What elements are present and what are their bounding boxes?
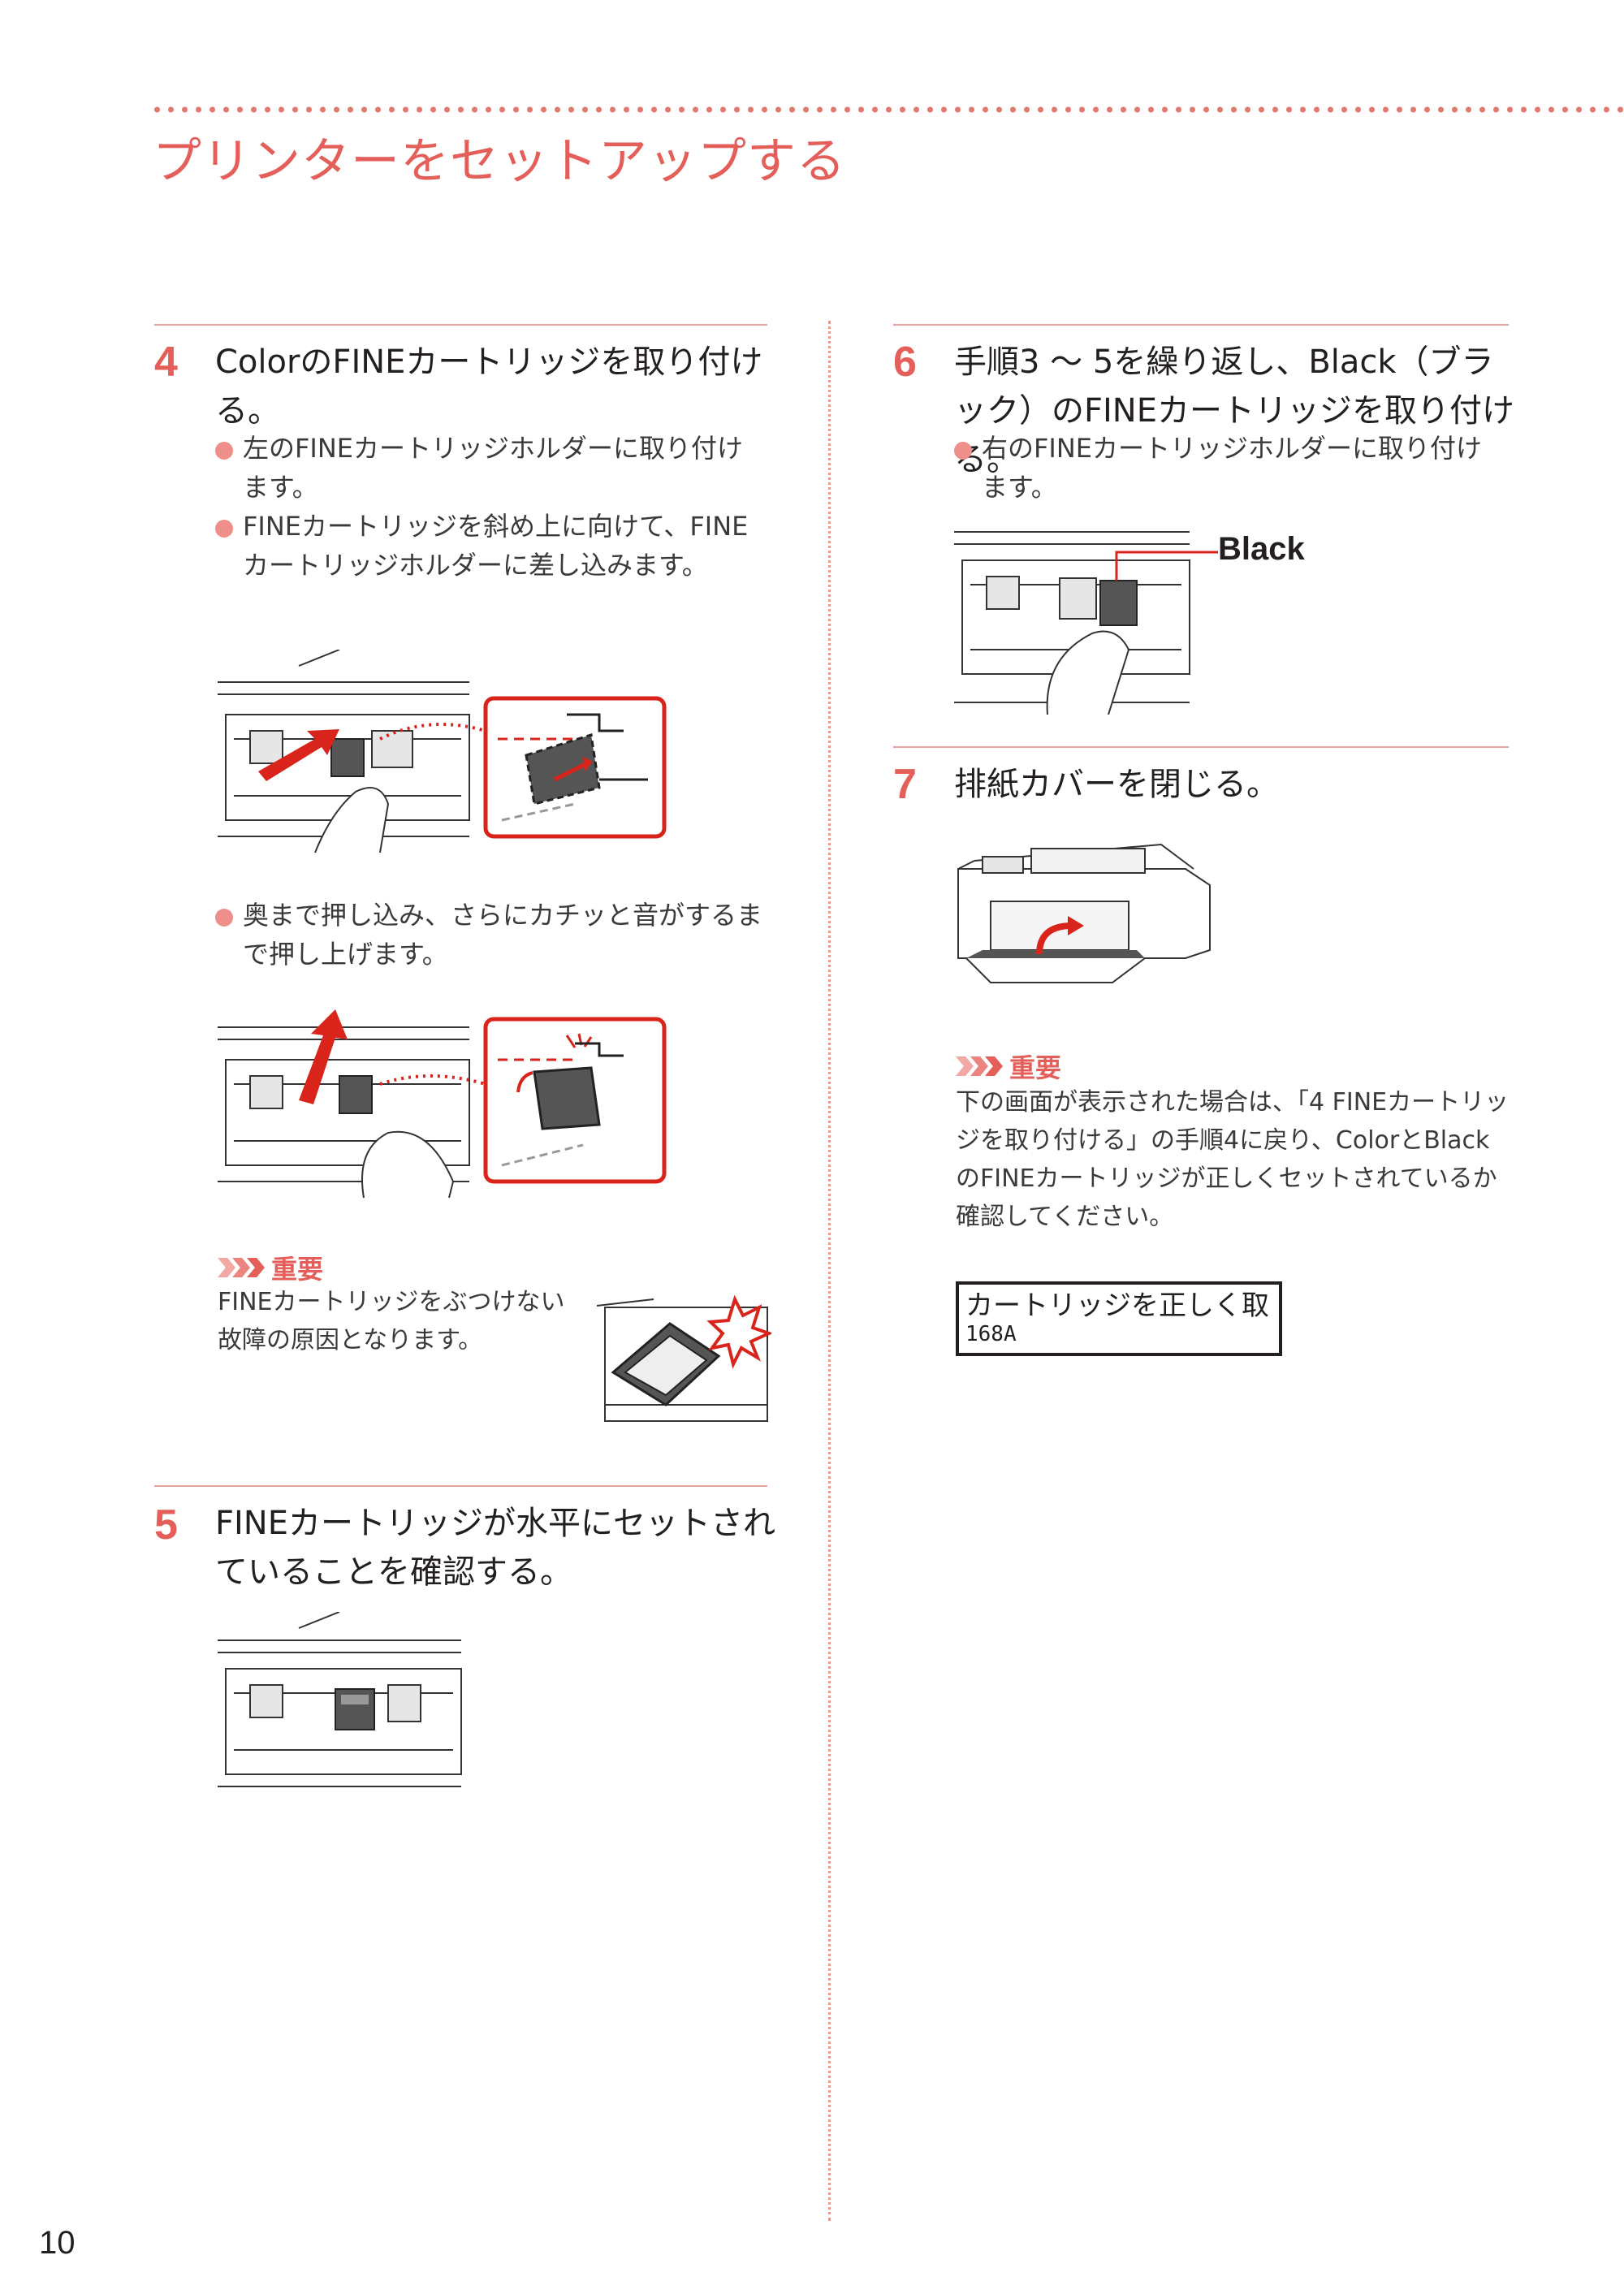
step-5-rule — [154, 1485, 767, 1487]
step-5-title: FINEカートリッジが水平にセットされていることを確認する。 — [215, 1505, 775, 1591]
close-output-cover-illustration — [957, 843, 1211, 983]
bullet-dot — [954, 442, 972, 460]
lcd-message: カートリッジを正しく取 — [965, 1290, 1269, 1322]
important-line: 故障の原因となります。 — [218, 1326, 483, 1354]
cartridge-impact-illustration — [597, 1294, 771, 1422]
step-7-rule — [893, 746, 1509, 748]
bullet-text: FINEカートリッジを斜め上に向けて、FINEカートリッジホルダーに差し込みます… — [243, 511, 749, 581]
title-dotted-rule — [150, 106, 1624, 113]
printer-lcd-screen: カートリッジを正しく取 168A — [956, 1281, 1282, 1356]
important-label: 重要 — [1009, 1052, 1062, 1083]
bullet-text: 奥まで押し込み、さらにカチッと音がするまで押し上げます。 — [243, 900, 763, 970]
column-divider — [828, 321, 831, 2221]
step-4-important-text: FINEカートリッジをぶつけない 故障の原因となります。 — [218, 1283, 599, 1359]
bullet-dot — [215, 909, 233, 927]
step-5-number: 5 — [154, 1501, 178, 1549]
step-7-important-heading: 重要 — [956, 1048, 1061, 1085]
step-7-title: 排紙カバーを閉じる。 — [954, 766, 1279, 803]
list-item: 右のFINEカートリッジホルダーに取り付けます。 — [954, 429, 1506, 507]
bullet-dot — [215, 442, 233, 460]
step-4-bullets: 左のFINEカートリッジホルダーに取り付けます。 FINEカートリッジを斜め上に… — [215, 429, 767, 585]
insert-cartridge-illustration — [218, 650, 667, 853]
step-6-bullets: 右のFINEカートリッジホルダーに取り付けます。 — [954, 429, 1506, 507]
page-number: 10 — [39, 2225, 76, 2261]
important-chevron-icon — [218, 1258, 265, 1277]
cartridge-set-illustration — [218, 1612, 462, 1787]
page-title: プリンターをセットアップする — [153, 133, 846, 190]
step-4-rule — [154, 324, 767, 326]
list-item: FINEカートリッジを斜め上に向けて、FINEカートリッジホルダーに差し込みます… — [215, 507, 767, 585]
list-item: 左のFINEカートリッジホルダーに取り付けます。 — [215, 429, 767, 507]
bullet-dot — [215, 520, 233, 538]
black-cartridge-illustration — [954, 531, 1218, 715]
lcd-error-code: 168A — [965, 1322, 1017, 1346]
step-4-title: ColorのFINEカートリッジを取り付ける。 — [215, 343, 763, 430]
step-6-number: 6 — [893, 339, 917, 386]
step-4-bullets-2: 奥まで押し込み、さらにカチッと音がするまで押し上げます。 — [215, 896, 767, 974]
step-7-important-text: 下の画面が表示された場合は、「4 FINEカートリッジを取り付ける」の手順4に戻… — [956, 1088, 1510, 1231]
push-up-cartridge-illustration — [218, 1009, 667, 1199]
list-item: 奥まで押し込み、さらにカチッと音がするまで押し上げます。 — [215, 896, 767, 974]
step-7-number: 7 — [893, 761, 917, 808]
step-6-title: 手順3 ～ 5を繰り返し、Black（ブラック）のFINEカートリッジを取り付け… — [954, 343, 1514, 478]
important-chevron-icon — [956, 1056, 1003, 1076]
step-4-number: 4 — [154, 339, 178, 386]
important-line: FINEカートリッジをぶつけない — [218, 1288, 565, 1316]
bullet-text: 右のFINEカートリッジホルダーに取り付けます。 — [982, 433, 1483, 503]
step-6-rule — [893, 324, 1509, 326]
important-label: 重要 — [271, 1254, 324, 1285]
bullet-text: 左のFINEカートリッジホルダーに取り付けます。 — [243, 433, 744, 503]
step-4-important-heading: 重要 — [218, 1249, 323, 1286]
black-cartridge-label: Black — [1218, 531, 1305, 567]
